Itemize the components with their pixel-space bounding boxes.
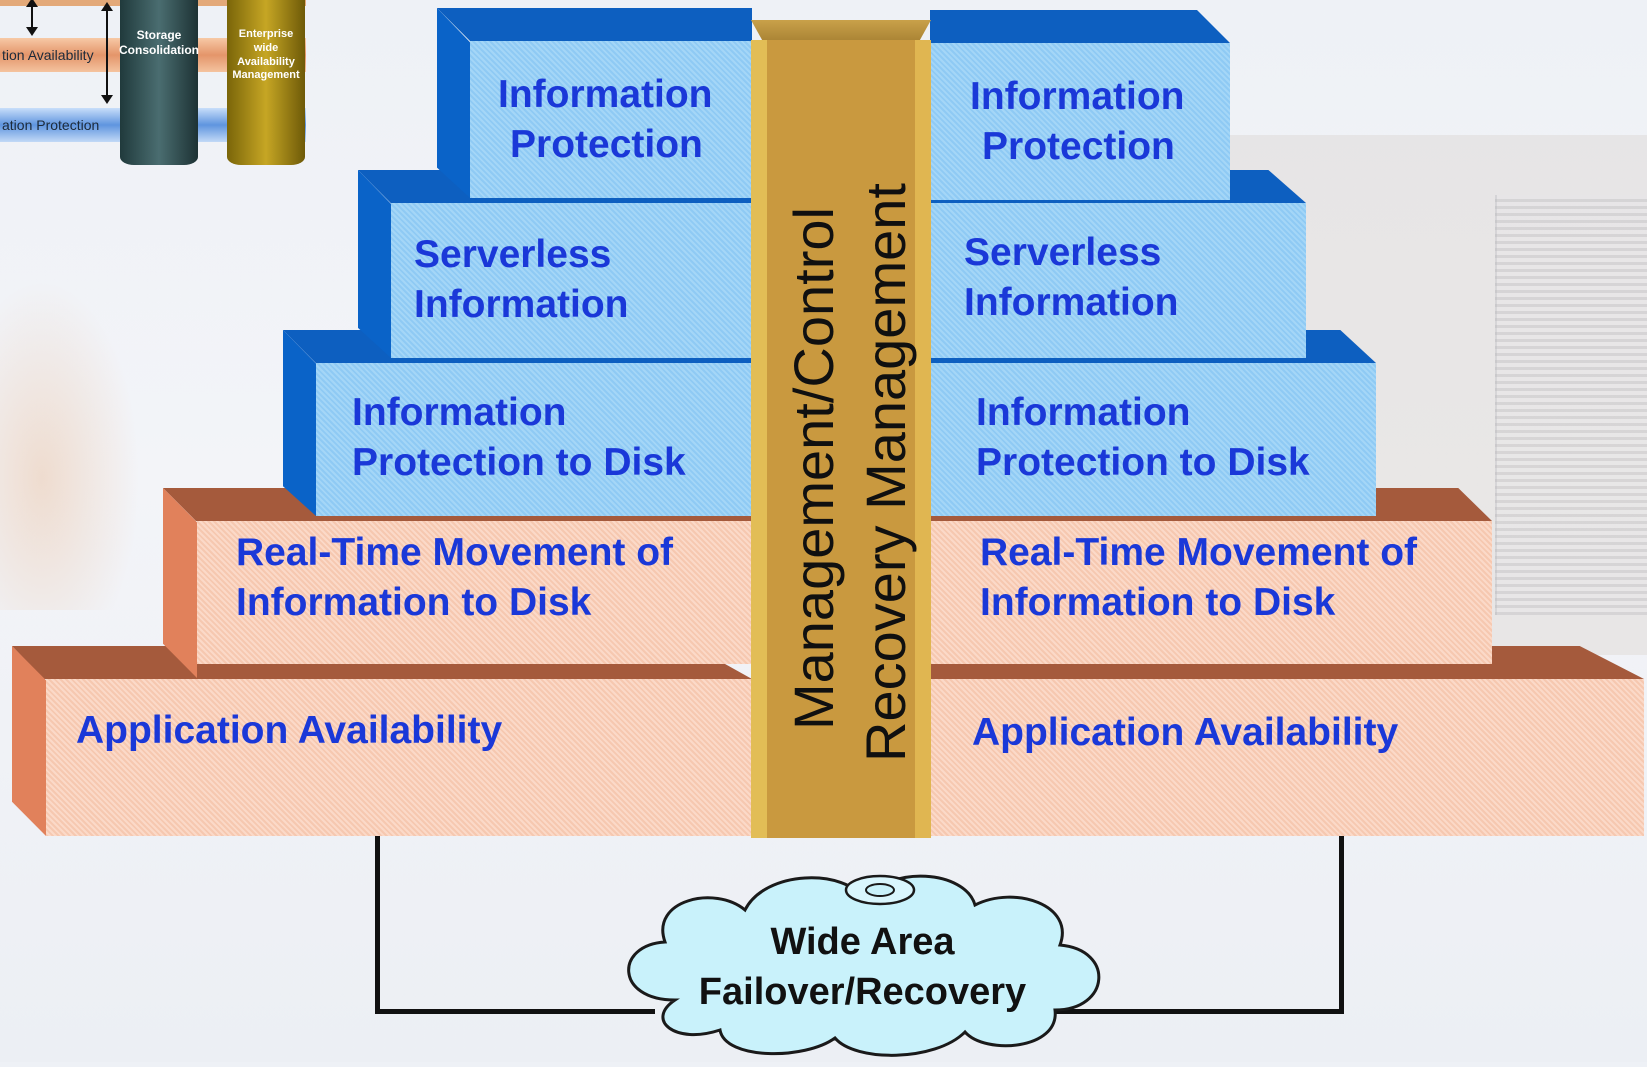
connector-right-horizontal	[1040, 1009, 1344, 1014]
box-front-face	[46, 679, 752, 836]
inset-arrow-short	[26, 0, 38, 36]
cloud-shape	[627, 874, 1101, 1057]
box-side-face	[437, 8, 470, 198]
left-level4-line2: Information	[414, 283, 629, 326]
box-front-face	[197, 521, 752, 664]
left-box-information-protection: Information Protection	[437, 8, 752, 198]
box-side-face	[283, 330, 316, 516]
box-front-face	[930, 203, 1306, 358]
inset-arrow-long	[101, 2, 113, 104]
box-side-face	[358, 170, 391, 358]
inset-band-availability-label: tion Availability	[2, 47, 94, 63]
connector-left-horizontal	[375, 1009, 655, 1014]
box-front-face	[930, 43, 1230, 200]
right-level3-line1: Information	[976, 391, 1191, 434]
left-box-protection-to-disk: Information Protection to Disk	[283, 330, 752, 516]
cloud-label-line2: Failover/Recovery	[698, 971, 1027, 1013]
box-front-face	[391, 203, 752, 358]
inset-cylinder-storage: Storage Consolidation	[119, 0, 199, 165]
connector-left-vertical	[375, 830, 380, 1014]
right-level2-line2: Information to Disk	[980, 581, 1336, 624]
wide-area-cloud: Wide Area Failover/Recovery	[605, 850, 1120, 1062]
management-column: Management/Control Recovery Management	[751, 20, 931, 838]
inset-cylinder-enterprise-line1: Enterprise	[238, 28, 294, 40]
inset-band-protection-label: ation Protection	[2, 117, 100, 133]
box-front-face	[470, 41, 752, 198]
left-level5-line1: Information	[498, 73, 713, 116]
inset-cylinder-storage-line2: Consolidation	[119, 43, 199, 57]
left-box-serverless-information: Serverless Information	[358, 170, 752, 358]
left-level4-line1: Serverless	[414, 233, 612, 276]
right-level5-line2: Protection	[982, 125, 1175, 168]
inset-thumbnail: tion Availability ation Protection Stora…	[0, 0, 310, 175]
left-level3-line2: Protection to Disk	[352, 441, 686, 484]
box-front-face	[930, 363, 1376, 516]
left-box-application-availability: Application Availability	[12, 646, 752, 836]
left-level2-line2: Information to Disk	[236, 581, 592, 624]
cloud-label-line1: Wide Area	[770, 921, 955, 963]
left-box-real-time-movement: Real-Time Movement of Information to Dis…	[163, 488, 752, 678]
right-level4-line2: Information	[964, 281, 1179, 324]
box-side-face	[12, 646, 46, 836]
inset-cylinder-storage-line1: Storage	[136, 28, 182, 42]
box-side-face	[163, 488, 197, 678]
left-level3-line1: Information	[352, 391, 567, 434]
inset-cylinder-enterprise-line2: wide	[253, 41, 279, 54]
right-level5-line1: Information	[970, 75, 1185, 118]
box-front-face	[930, 521, 1492, 664]
column-label-line1: Management/Control	[782, 207, 845, 730]
right-box-application-availability: Application Availability	[930, 646, 1644, 836]
right-level4-line1: Serverless	[964, 231, 1162, 274]
left-level1-label: Application Availability	[76, 709, 503, 752]
background-swoosh	[0, 280, 140, 610]
background-grill	[1495, 195, 1647, 615]
column-front-face	[751, 40, 931, 838]
connector-right-vertical	[1339, 830, 1344, 1014]
right-level1-label: Application Availability	[972, 711, 1399, 754]
box-front-face	[316, 363, 752, 516]
right-box-information-protection: Information Protection	[930, 10, 1230, 200]
right-level3-line2: Protection to Disk	[976, 441, 1310, 484]
box-front-face	[930, 679, 1644, 836]
column-label-line2: Recovery Management	[854, 183, 917, 762]
right-level2-line1: Real-Time Movement of	[980, 531, 1418, 574]
inset-cylinder-enterprise: Enterprise wide Availability Management	[227, 0, 305, 165]
right-box-real-time-movement: Real-Time Movement of Information to Dis…	[930, 488, 1492, 678]
inset-cylinder-enterprise-line4: Management	[232, 69, 300, 82]
inset-cylinder-enterprise-line3: Availability	[237, 55, 295, 68]
box-top-face	[930, 10, 1230, 43]
left-level2-line1: Real-Time Movement of	[236, 531, 674, 574]
box-top-face	[437, 8, 752, 41]
left-level5-line2: Protection	[510, 123, 703, 166]
